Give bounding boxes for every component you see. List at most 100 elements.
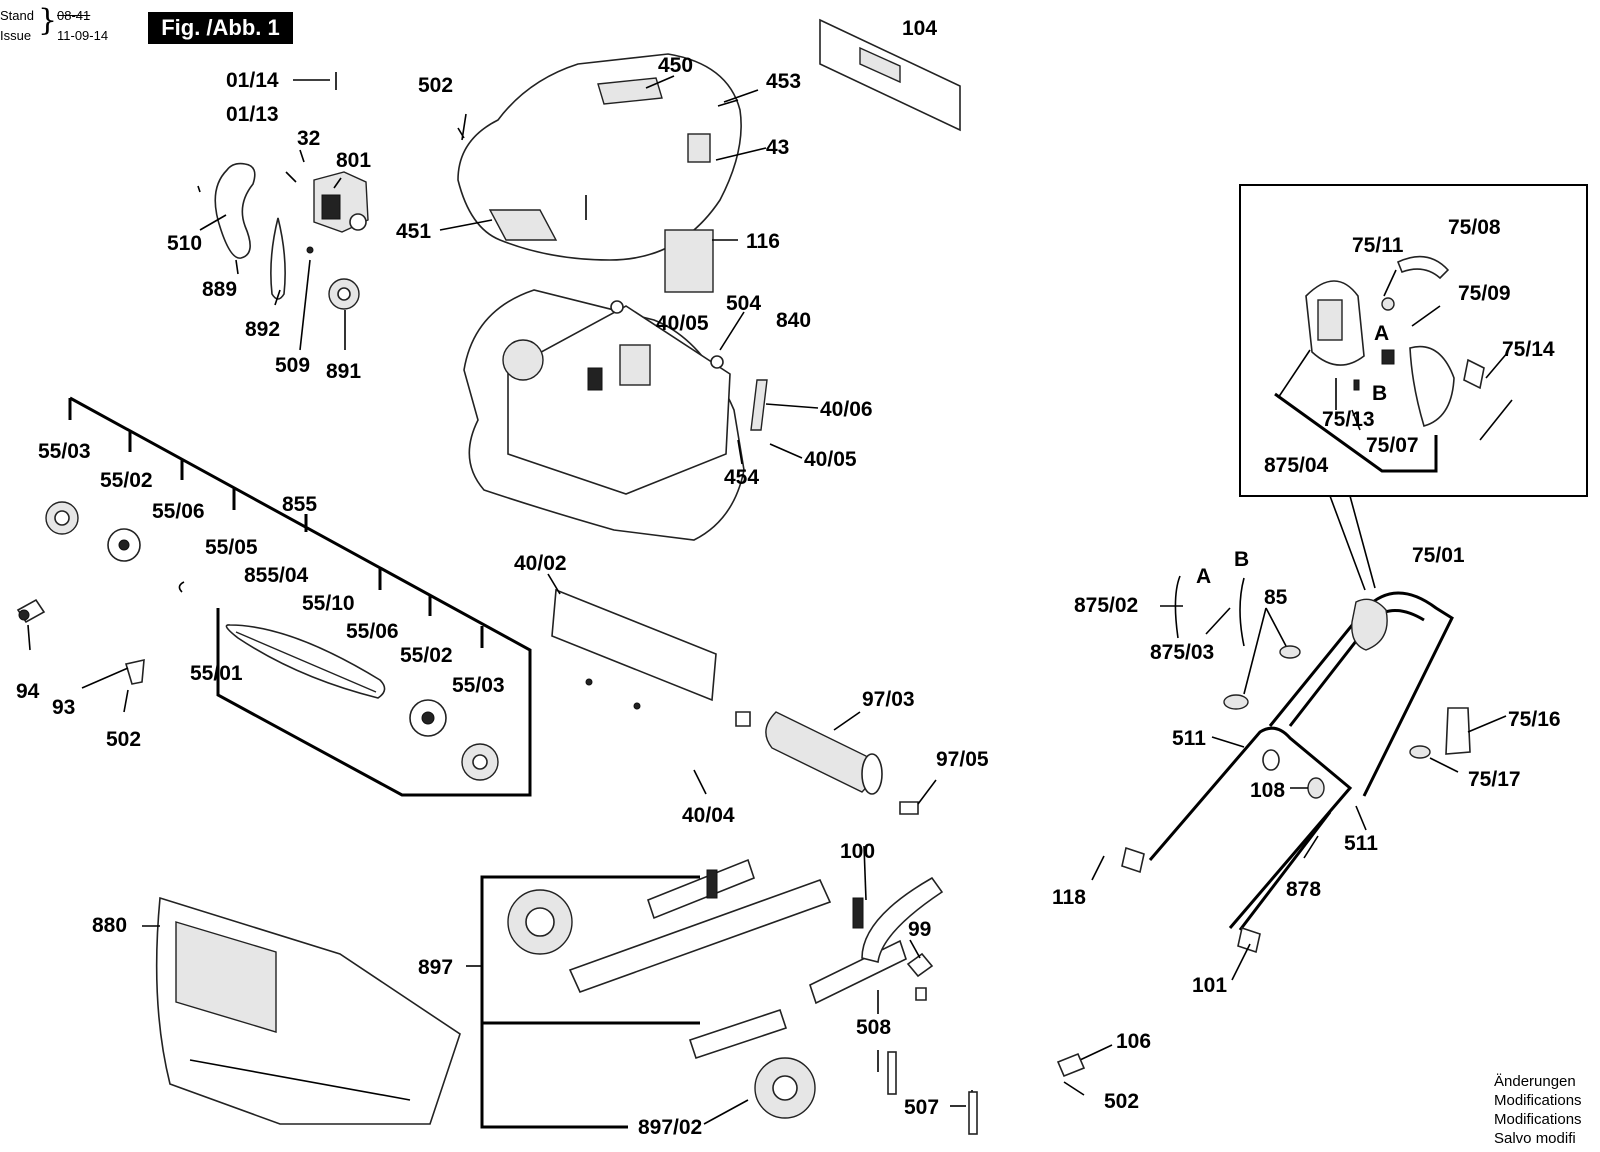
label-55-10: 55/10 — [302, 592, 355, 615]
label-55-01: 55/01 — [190, 662, 243, 685]
label-75-13: 75/13 — [1322, 408, 1375, 431]
label-897-02: 897/02 — [638, 1116, 702, 1139]
label-75-08: 75/08 — [1448, 216, 1501, 239]
label-511-lower: 511 — [1344, 832, 1378, 855]
label-450: 450 — [658, 54, 693, 77]
label-108: 108 — [1250, 779, 1285, 802]
cable-marker-a: A — [1196, 565, 1211, 588]
label-75-11: 75/11 — [1352, 234, 1404, 257]
label-801: 801 — [336, 149, 371, 172]
label-55-05: 55/05 — [205, 536, 258, 559]
label-875-03: 875/03 — [1150, 641, 1214, 664]
label-855-04: 855/04 — [244, 564, 309, 587]
label-840: 840 — [776, 309, 811, 332]
label-502-top: 502 — [418, 74, 453, 97]
label-55-06-left: 55/06 — [152, 500, 205, 523]
label-507: 507 — [904, 1096, 939, 1119]
label-116: 116 — [746, 230, 780, 253]
label-855: 855 — [282, 493, 317, 516]
label-892: 892 — [245, 318, 280, 341]
label-100: 100 — [840, 840, 875, 863]
label-75-14: 75/14 — [1502, 338, 1555, 361]
date-new: 11-09-14 — [57, 28, 109, 43]
label-875-02: 875/02 — [1074, 594, 1138, 617]
label-55-03-right: 55/03 — [452, 674, 505, 697]
adjuster-parts — [16, 598, 145, 713]
brace-glyph: } — [38, 3, 58, 38]
rake-shaft-group — [45, 396, 532, 797]
label-101: 101 — [1192, 974, 1227, 997]
footer-line-4: Salvo modifi — [1494, 1130, 1576, 1147]
label-75-01: 75/01 — [1412, 544, 1465, 567]
footer-line-2: Modifications — [1494, 1092, 1582, 1109]
label-85: 85 — [1264, 586, 1288, 609]
handle-assembly — [1056, 575, 1507, 1096]
inset-marker-a: A — [1374, 322, 1389, 345]
switch-inset — [1239, 184, 1588, 497]
label-880: 880 — [92, 914, 127, 937]
label-99: 99 — [908, 918, 931, 941]
hood-cover — [457, 53, 742, 261]
axle-wheel-group — [480, 858, 978, 1135]
footer-line-3: Modifications — [1494, 1111, 1582, 1128]
label-502-left: 502 — [106, 728, 141, 751]
grass-window-plate — [819, 18, 961, 132]
label-889: 889 — [202, 278, 237, 301]
label-508: 508 — [856, 1016, 891, 1039]
leader-lines — [142, 75, 966, 1125]
rear-roller — [735, 711, 919, 815]
label-75-17: 75/17 — [1468, 768, 1521, 791]
label-504: 504 — [726, 292, 761, 315]
grass-box — [155, 896, 461, 1125]
stand-label: Stand — [0, 8, 34, 23]
label-97-03: 97/03 — [862, 688, 915, 711]
label-55-02-right: 55/02 — [400, 644, 453, 667]
label-106: 106 — [1116, 1030, 1151, 1053]
label-509: 509 — [275, 354, 310, 377]
label-55-03-left: 55/03 — [38, 440, 91, 463]
label-454: 454 — [724, 466, 759, 489]
footer-line-1: Änderungen — [1494, 1073, 1576, 1090]
inset-callout-line-1 — [1329, 495, 1366, 591]
label-511-upper: 511 — [1172, 727, 1206, 750]
filter-116 — [664, 229, 714, 293]
label-40-05-bottom: 40/05 — [804, 448, 857, 471]
label-55-06-right: 55/06 — [346, 620, 399, 643]
part-labels: 01/14 01/13 32 801 510 889 892 509 891 5… — [16, 17, 1561, 1139]
label-878: 878 — [1286, 878, 1321, 901]
label-40-05-top: 40/05 — [656, 312, 709, 335]
label-97-05: 97/05 — [936, 748, 989, 771]
cable-marker-b: B — [1234, 548, 1249, 571]
label-01-13: 01/13 — [226, 103, 279, 126]
motor-assembly — [197, 72, 369, 351]
label-01-14: 01/14 — [226, 69, 279, 92]
label-40-06: 40/06 — [820, 398, 873, 421]
inset-marker-b: B — [1372, 382, 1387, 405]
label-104: 104 — [902, 17, 937, 40]
issue-label: Issue — [0, 28, 32, 43]
label-502-right: 502 — [1104, 1090, 1139, 1113]
label-32: 32 — [297, 127, 320, 150]
label-453: 453 — [766, 70, 801, 93]
label-510: 510 — [167, 232, 202, 255]
deflector-plate — [551, 588, 717, 710]
inset-callout-line-2 — [1349, 495, 1376, 589]
label-93: 93 — [52, 696, 75, 719]
label-40-04: 40/04 — [682, 804, 735, 827]
label-897: 897 — [418, 956, 453, 979]
label-94: 94 — [16, 680, 40, 703]
label-43: 43 — [766, 136, 789, 159]
label-891: 891 — [326, 360, 361, 383]
label-875-04: 875/04 — [1264, 454, 1329, 477]
label-451: 451 — [396, 220, 431, 243]
label-75-16: 75/16 — [1508, 708, 1561, 731]
chassis-housing — [463, 289, 768, 541]
date-old: 08-41 — [57, 8, 91, 23]
label-75-09: 75/09 — [1458, 282, 1511, 305]
label-40-02: 40/02 — [514, 552, 567, 575]
label-75-07: 75/07 — [1366, 434, 1419, 457]
figure-label: Fig. /Abb. 1 — [148, 12, 293, 44]
label-118: 118 — [1052, 886, 1086, 909]
